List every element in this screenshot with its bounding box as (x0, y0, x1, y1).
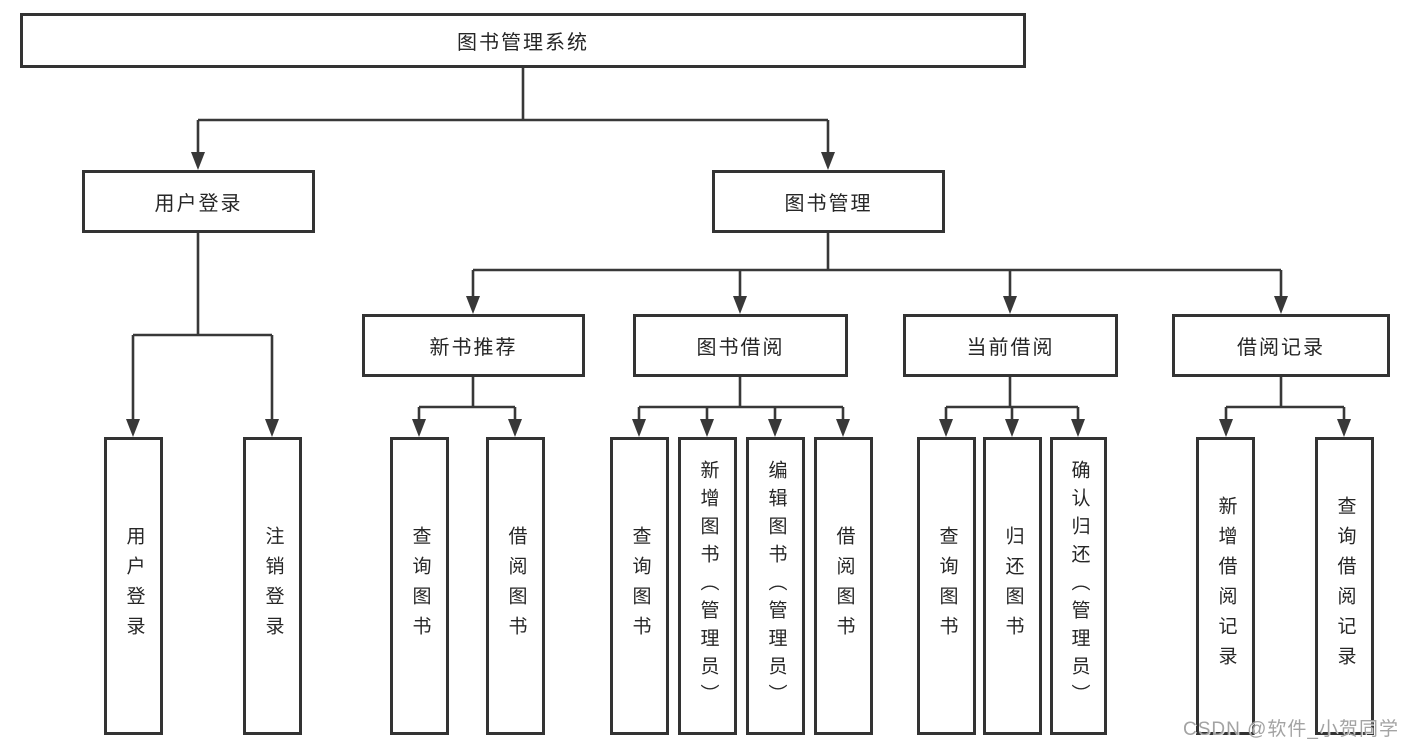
node-add-books-admin: 新增图书（管理员） (678, 437, 737, 735)
node-logout: 注销登录 (243, 437, 302, 735)
node-label: 用户登录 (123, 526, 145, 646)
node-borrowing-records: 借阅记录 (1172, 314, 1390, 377)
node-label: 查询图书 (936, 526, 958, 646)
node-label: 图书管理 (784, 193, 873, 215)
node-edit-books-admin: 编辑图书（管理员） (746, 437, 805, 735)
node-query-books-borrow: 查询图书 (610, 437, 669, 735)
node-label: 借阅图书 (505, 526, 527, 646)
node-library-management-system: 图书管理系统 (20, 13, 1026, 68)
node-user-login-group: 用户登录 (82, 170, 315, 233)
node-label: 图书借阅 (696, 337, 785, 359)
node-new-book-recommendation: 新书推荐 (362, 314, 585, 377)
node-label: 确认归还（管理员） (1068, 460, 1090, 712)
node-query-borrow-record: 查询借阅记录 (1315, 437, 1374, 735)
node-borrow-books-recommend: 借阅图书 (486, 437, 545, 735)
node-book-borrowing: 图书借阅 (633, 314, 848, 377)
node-label: 查询借阅记录 (1334, 496, 1356, 676)
node-label: 编辑图书（管理员） (765, 460, 787, 712)
node-label: 借阅图书 (833, 526, 855, 646)
node-user-login: 用户登录 (104, 437, 163, 735)
node-current-borrowing: 当前借阅 (903, 314, 1118, 377)
csdn-watermark: CSDN @软件_小贺同学 (1183, 719, 1399, 740)
node-label: 归还图书 (1002, 526, 1024, 646)
node-label: 查询图书 (629, 526, 651, 646)
node-query-books-current: 查询图书 (917, 437, 976, 735)
node-label: 查询图书 (409, 526, 431, 646)
node-borrow-books: 借阅图书 (814, 437, 873, 735)
node-label: 图书管理系统 (457, 32, 589, 54)
node-label: 用户登录 (154, 193, 243, 215)
node-confirm-return-admin: 确认归还（管理员） (1050, 437, 1107, 735)
node-label: 借阅记录 (1237, 337, 1325, 359)
node-label: 新书推荐 (429, 337, 518, 359)
node-book-management: 图书管理 (712, 170, 945, 233)
node-label: 新增图书（管理员） (697, 460, 719, 712)
node-add-borrow-record: 新增借阅记录 (1196, 437, 1255, 735)
node-return-books: 归还图书 (983, 437, 1042, 735)
arrowhead-icons (126, 152, 1351, 437)
node-query-books-recommend: 查询图书 (390, 437, 449, 735)
node-label: 注销登录 (262, 526, 284, 646)
node-label: 新增借阅记录 (1215, 496, 1237, 676)
node-label: 当前借阅 (966, 337, 1055, 359)
